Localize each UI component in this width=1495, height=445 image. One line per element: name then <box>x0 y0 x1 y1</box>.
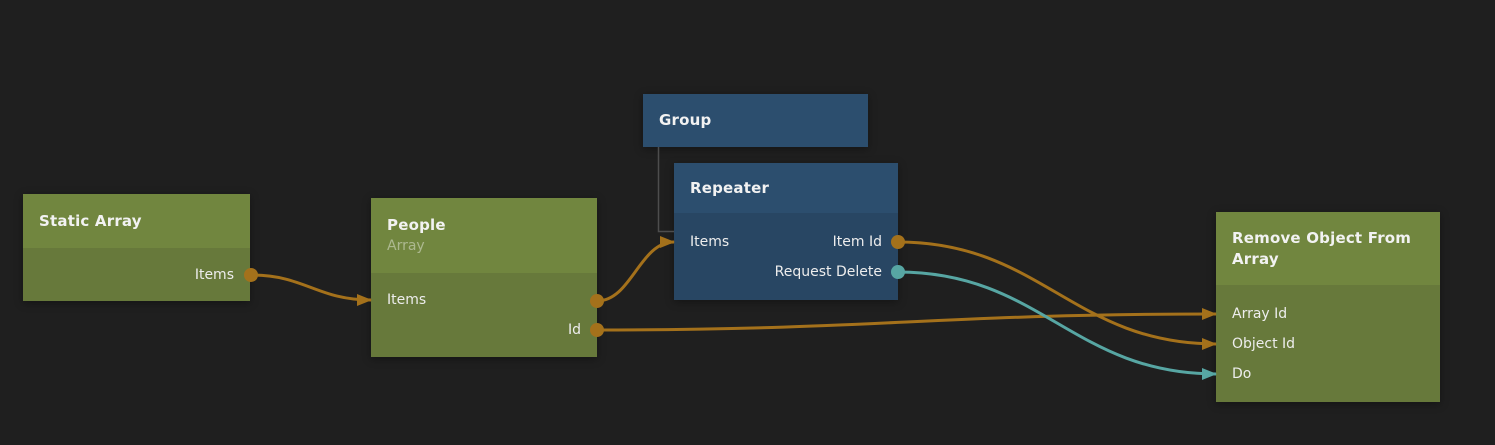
node-header: People Array <box>371 198 597 273</box>
node-body: Items Id <box>371 273 597 357</box>
port-row: Items Item Id <box>674 227 898 257</box>
node-static-array[interactable]: Static Array Items <box>23 194 250 301</box>
node-body: Items <box>23 248 250 301</box>
port-repeater-item-id[interactable]: Item Id <box>832 234 882 250</box>
node-group[interactable]: Group <box>643 94 868 147</box>
wire-static_array.items-to-people.items[interactable] <box>250 273 372 306</box>
wire-repeater.request_delete-to-remove_object_from_array.do[interactable] <box>897 270 1217 380</box>
wire-people.id-to-remove_object_from_array.array_id[interactable] <box>596 308 1217 332</box>
node-header: Repeater <box>674 163 898 213</box>
node-body: Array Id Object Id Do <box>1216 285 1440 402</box>
port-row: Do <box>1216 359 1440 389</box>
port-repeater-items[interactable]: Items <box>690 234 730 250</box>
node-title: People <box>387 215 446 234</box>
port-row: Items <box>23 260 250 290</box>
node-title: Group <box>659 111 712 129</box>
node-header: Group <box>643 94 868 147</box>
port-people-id[interactable]: Id <box>567 322 581 338</box>
port-row: Id <box>371 315 597 345</box>
port-remove-object-id[interactable]: Object Id <box>1232 336 1296 352</box>
node-subtitle: Array <box>387 237 425 254</box>
port-row: Items <box>371 285 597 315</box>
hierarchy-edge-group-to-repeater <box>657 147 674 233</box>
node-header: Remove Object From Array <box>1216 212 1440 285</box>
wire-repeater.item_id-to-remove_object_from_array.object_id[interactable] <box>897 240 1217 350</box>
port-repeater-request-delete[interactable]: Request Delete <box>774 264 882 280</box>
port-row: Object Id <box>1216 329 1440 359</box>
node-title: Remove Object From Array <box>1232 228 1412 268</box>
port-remove-array-id[interactable]: Array Id <box>1232 306 1288 322</box>
node-remove-object-from-array[interactable]: Remove Object From Array Array Id Object… <box>1216 212 1440 402</box>
node-repeater[interactable]: Repeater Items Item Id Request Delete <box>674 163 898 300</box>
node-title: Repeater <box>690 178 770 197</box>
node-people[interactable]: People Array Items Id <box>371 198 597 357</box>
port-row: Array Id <box>1216 299 1440 329</box>
node-header: Static Array <box>23 194 250 248</box>
wire-people.items-to-repeater.items[interactable] <box>596 236 675 303</box>
port-static-array-items[interactable]: Items <box>194 267 234 283</box>
port-people-items[interactable]: Items <box>387 292 427 308</box>
node-body: Items Item Id Request Delete <box>674 213 898 300</box>
port-remove-do[interactable]: Do <box>1232 366 1252 382</box>
node-title: Static Array <box>39 211 142 230</box>
port-row: Request Delete <box>674 257 898 287</box>
